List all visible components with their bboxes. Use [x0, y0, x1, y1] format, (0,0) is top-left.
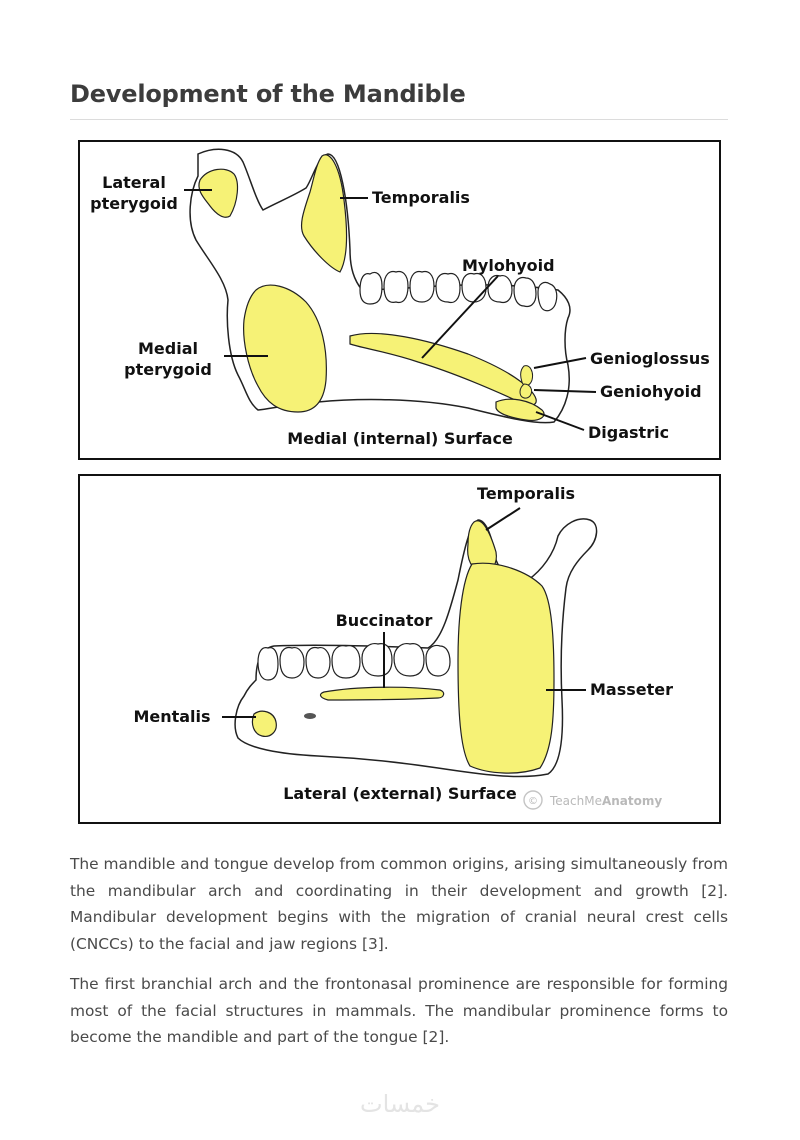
- lateral-surface-panel: Temporalis Buccinator Masseter Mentalis …: [78, 474, 721, 824]
- masseter-muscle: [457, 562, 555, 774]
- mental-foramen: [304, 713, 316, 719]
- medial-temporalis-label: Temporalis: [372, 188, 470, 207]
- paragraph-1: The mandible and tongue develop from com…: [70, 855, 728, 953]
- mylohyoid-label: Mylohyoid: [462, 256, 555, 275]
- title-divider: [70, 119, 728, 120]
- buccinator-muscle: [319, 686, 445, 701]
- genioglossus-label: Genioglossus: [590, 349, 710, 368]
- lateral-temporalis-label: Temporalis: [477, 484, 575, 503]
- mentalis-label: Mentalis: [133, 707, 210, 726]
- mentalis-muscle: [251, 710, 277, 737]
- buccinator-label: Buccinator: [336, 611, 433, 630]
- digastric-label: Digastric: [588, 423, 669, 442]
- mandible-illustration: Lateral pterygoid Temporalis Mylohyoid M…: [78, 140, 721, 824]
- medial-leader-lines: [184, 189, 597, 431]
- mylohyoid-muscle: [349, 332, 537, 406]
- svg-text:TeachMeAnatomy: TeachMeAnatomy: [549, 794, 662, 808]
- medial-pterygoid-muscle: [243, 284, 327, 413]
- genioglossus-muscle: [520, 365, 533, 387]
- medial-surface-panel: Lateral pterygoid Temporalis Mylohyoid M…: [78, 140, 721, 460]
- medial-lateral-pterygoid-muscle: [198, 168, 239, 218]
- page-title: Development of the Mandible: [70, 80, 466, 108]
- lateral-teeth: [257, 643, 451, 681]
- medial-pterygoid-label-line2: pterygoid: [124, 360, 212, 379]
- digastric-muscle: [495, 398, 545, 421]
- geniohyoid-label: Geniohyoid: [600, 382, 702, 401]
- lateral-leader-lines: [222, 507, 586, 718]
- medial-temporalis-muscle: [300, 154, 348, 273]
- medial-lateral-pterygoid-label-line2: pterygoid: [90, 194, 178, 213]
- masseter-label: Masseter: [590, 680, 673, 699]
- medial-teeth: [359, 270, 558, 312]
- paragraph-2: The first branchial arch and the fronton…: [70, 975, 728, 1046]
- medial-lateral-pterygoid-label-line1: Lateral: [102, 173, 166, 192]
- watermark-plain-text: TeachMe: [549, 794, 602, 808]
- medial-pterygoid-label-line1: Medial: [138, 339, 198, 358]
- copyright-icon: [523, 790, 543, 810]
- mandible-figure: Lateral pterygoid Temporalis Mylohyoid M…: [78, 140, 722, 825]
- lateral-surface-caption: Lateral (external) Surface: [283, 784, 517, 803]
- geniohyoid-muscle: [519, 383, 533, 399]
- svg-text:©: ©: [528, 796, 538, 807]
- medial-surface-caption: Medial (internal) Surface: [287, 429, 513, 448]
- footer-watermark: خمسات: [359, 1090, 441, 1118]
- watermark-bold-text: Anatomy: [602, 794, 662, 808]
- teachmeanatomy-watermark: © TeachMeAnatomy: [523, 790, 662, 810]
